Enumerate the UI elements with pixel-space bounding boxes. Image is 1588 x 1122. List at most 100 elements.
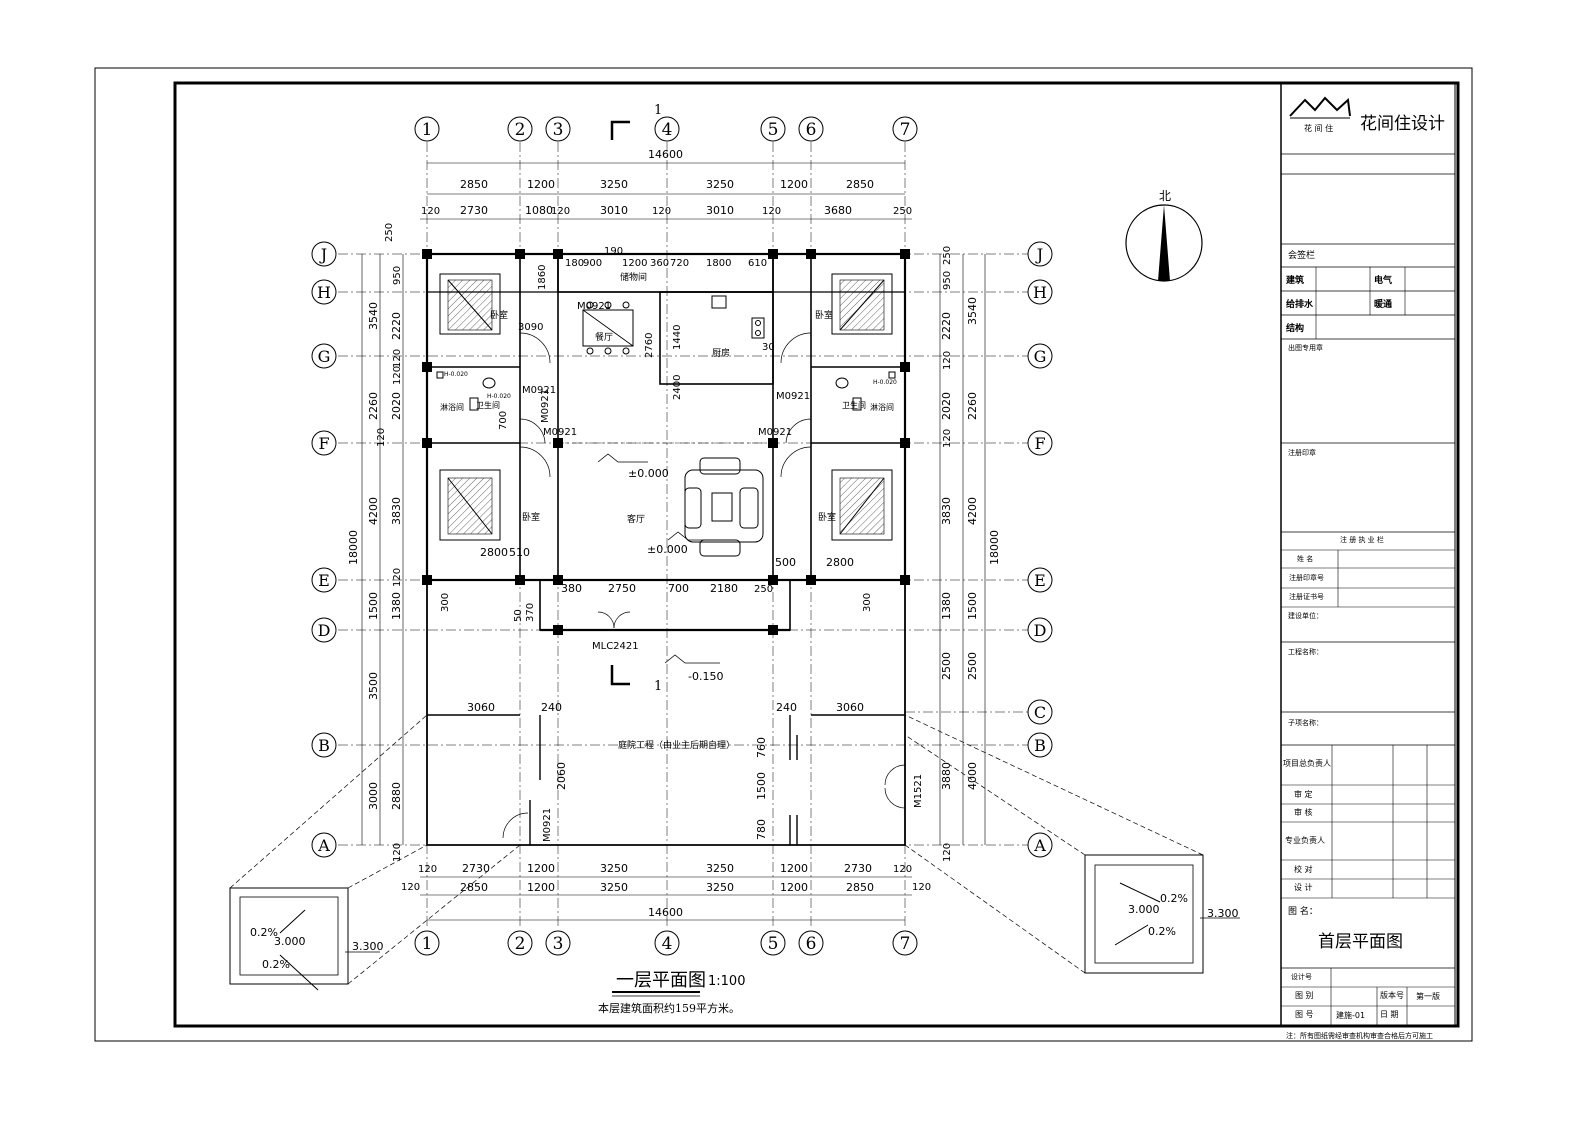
axis-bubble	[1027, 430, 1053, 456]
toilet-icon	[436, 371, 896, 411]
company-logo: 花 间 住	[1289, 96, 1351, 133]
dim-bottom2: 2850	[846, 881, 874, 894]
dim-right: 120	[942, 429, 953, 448]
dim-bottom2: 3250	[600, 881, 628, 894]
axis-label: B	[1034, 736, 1046, 755]
dim-bottom1: 2730	[844, 862, 872, 875]
axis-bubble	[414, 930, 440, 956]
version-value: 第一版	[1416, 991, 1440, 1001]
inner-dim: 1200	[622, 258, 647, 269]
axis-bubble	[311, 279, 337, 305]
dim-left: 120	[392, 366, 403, 385]
axis-label: J	[1035, 245, 1043, 264]
dim-right: 2260	[966, 392, 979, 420]
level-outdoor: -0.150	[688, 670, 723, 683]
reg-name: 姓 名	[1297, 554, 1313, 563]
dim-bottom2: 2850	[460, 881, 488, 894]
dim-right: 4200	[966, 497, 979, 525]
total-depth-left: 18000	[347, 530, 360, 565]
sofa-set-icon	[684, 457, 764, 557]
staff-review: 审 核	[1294, 807, 1313, 817]
axis-bubble	[892, 116, 918, 142]
dim-left: 3500	[367, 672, 380, 700]
dim-top1: 2850	[460, 178, 488, 191]
axis-label: 4	[662, 934, 673, 954]
dim-top2: 3680	[824, 204, 852, 217]
inner-dim: 2800	[480, 546, 508, 559]
dim-left: 2020	[390, 392, 403, 420]
level-wet: H-0.020	[444, 371, 468, 378]
dim-left: 250	[384, 223, 395, 242]
dim-right: 2500	[966, 652, 979, 680]
date-label: 日 期	[1380, 1010, 1399, 1019]
discipline-architecture: 建筑	[1286, 274, 1304, 286]
axis-bubble	[311, 430, 337, 456]
dim-left: 1500	[367, 592, 380, 620]
north-label: 北	[1159, 189, 1171, 203]
room-toilet: 卫生间	[476, 400, 500, 410]
axis-bubble	[311, 241, 337, 267]
dimension-lines	[361, 162, 986, 921]
axis-bubble	[798, 116, 824, 142]
kitchen-counter-icon	[711, 295, 765, 339]
drawing-name-label: 图 名：	[1288, 905, 1318, 917]
dim-right: 3830	[940, 497, 953, 525]
axis-label: F	[1034, 434, 1045, 453]
dim-bottom1: 1200	[780, 862, 808, 875]
inner-dim: 3060	[836, 701, 864, 714]
bed-icon	[831, 273, 893, 335]
dim-bottom1: 120	[893, 864, 912, 875]
discipline-hvac: 暖通	[1374, 298, 1392, 310]
axis-bubble	[1027, 567, 1053, 593]
axis-bubble	[654, 930, 680, 956]
discipline-plumbing: 给排水	[1286, 298, 1314, 310]
inner-dim: 240	[776, 701, 797, 714]
dim-bottom1: 2730	[462, 862, 490, 875]
axis-label: B	[318, 736, 330, 755]
dim-top2: 1080	[525, 204, 553, 217]
dim-bottom2: 3250	[706, 881, 734, 894]
dim-top2: 120	[551, 206, 570, 217]
door-label: M0921	[758, 427, 792, 438]
beds	[439, 273, 893, 541]
section-mark-bottom: 1	[654, 679, 662, 694]
logo-text: 花 间 住	[1304, 123, 1333, 133]
axis-bubble	[311, 617, 337, 643]
inner-dim: 3090	[518, 322, 543, 333]
axis-label: 6	[806, 934, 817, 954]
inner-dim: 720	[670, 258, 689, 269]
dim-bottom2: 1200	[527, 881, 555, 894]
dim-top2: 2730	[460, 204, 488, 217]
dim-top1: 3250	[600, 178, 628, 191]
inner-dim: 360	[650, 258, 669, 269]
dining-table-icon	[582, 301, 634, 355]
roof-level: 3.000	[274, 935, 306, 948]
columns	[422, 249, 910, 635]
inner-dim: 760	[755, 737, 768, 758]
dim-top2: 3010	[706, 204, 734, 217]
section-mark-top: 1	[654, 103, 662, 118]
inner-dim: 510	[509, 546, 530, 559]
inner-dim: 2060	[555, 762, 568, 790]
room-living: 客厅	[627, 513, 645, 525]
axis-label: 2	[515, 934, 526, 954]
door-label: M0921	[543, 427, 577, 438]
dim-top1: 2850	[846, 178, 874, 191]
axis-bubble	[1027, 832, 1053, 858]
room-kitchen: 厨房	[712, 347, 730, 359]
axis-label: E	[1034, 571, 1046, 590]
door-label: M1521	[913, 774, 924, 808]
dim-top1: 1200	[780, 178, 808, 191]
section-marks: 1 1	[610, 103, 662, 694]
axis-bubble	[545, 930, 571, 956]
reg-cert-no: 注册证书号	[1289, 592, 1324, 601]
dim-right: 1380	[940, 592, 953, 620]
inner-dim: 30	[762, 342, 775, 353]
bed-icon	[439, 469, 501, 541]
dim-right: 2500	[940, 652, 953, 680]
design-no-label: 设计号	[1291, 972, 1312, 981]
inner-dim: 300	[440, 593, 451, 612]
inner-dim: 240	[541, 701, 562, 714]
